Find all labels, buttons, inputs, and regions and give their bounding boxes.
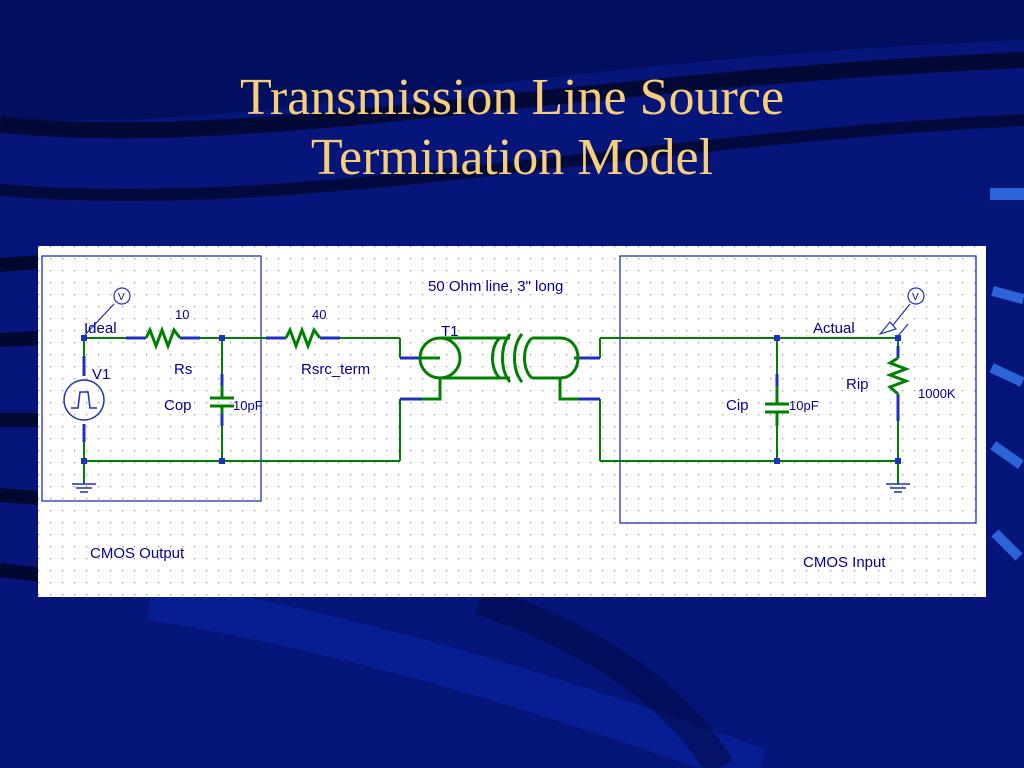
ground-icon [886, 483, 910, 493]
probe-label: V [118, 292, 125, 303]
actual-net-label: Actual [813, 320, 855, 337]
resistor-rip [885, 356, 911, 396]
slide-title-line-1: Transmission Line Source [239, 69, 785, 126]
slide-title-line-2: Termination Model [310, 129, 714, 186]
capacitor-cop [210, 386, 234, 414]
resistor-rs [144, 325, 182, 351]
slide-title: Transmission Line Source Termination Mod… [0, 68, 1024, 188]
rsrc-term-label: Rsrc_term [301, 361, 370, 378]
probe-label: V [912, 292, 919, 303]
cip-value: 10pF [789, 398, 819, 413]
line-description: 50 Ohm line, 3" long [428, 278, 563, 295]
cmos-input-label: CMOS Input [803, 554, 886, 571]
voltage-probe-actual: V [878, 287, 925, 337]
cip-label: Cip [726, 397, 749, 414]
voltage-probe-ideal: V [83, 287, 131, 337]
schematic: V V 50 Ohm line, 3" long T1 Ideal V1 10 … [38, 246, 986, 597]
v1-label: V1 [92, 366, 110, 383]
rs-label: Rs [174, 361, 192, 378]
cmos-output-label: CMOS Output [90, 545, 185, 562]
ground-icon [72, 483, 96, 493]
cmos-input-box [619, 255, 977, 524]
t1-label: T1 [441, 323, 459, 340]
cop-label: Cop [164, 397, 192, 414]
junction-dots [81, 335, 901, 464]
resistor-rsrc-term [284, 325, 322, 351]
voltage-source-v1 [63, 379, 105, 421]
capacitor-cip [765, 386, 789, 426]
transmission-line-t1 [418, 333, 580, 401]
cmos-output-box [41, 255, 262, 502]
rs-value: 10 [175, 307, 189, 322]
rip-label: Rip [846, 376, 869, 393]
cop-value: 10pF [233, 398, 263, 413]
rsrc-term-value: 40 [312, 307, 326, 322]
ideal-net-label: Ideal [84, 320, 117, 337]
rip-value: 1000K [918, 386, 956, 401]
